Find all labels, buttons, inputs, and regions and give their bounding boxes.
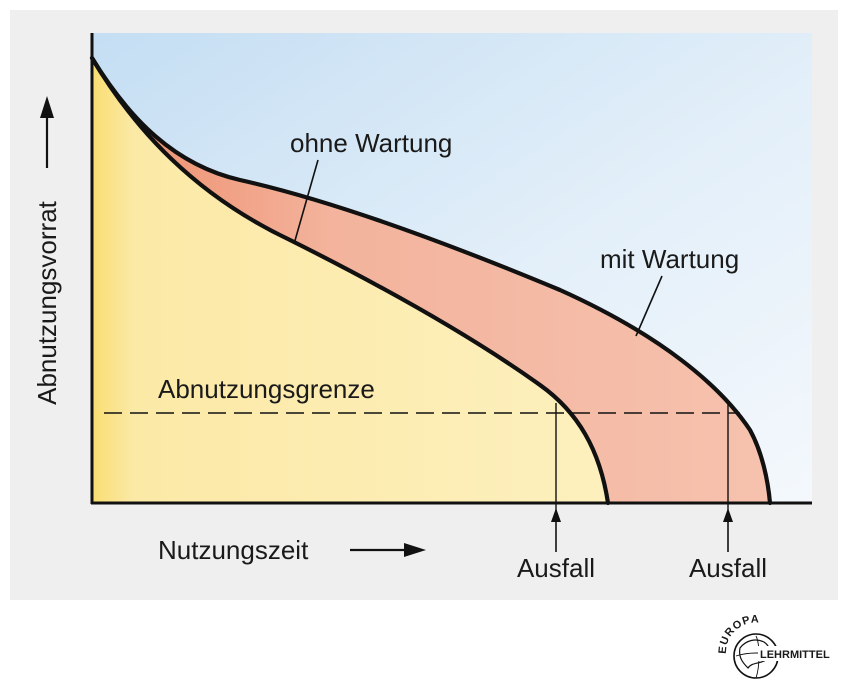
ohne-wartung-leader xyxy=(293,159,319,245)
logo-lehrmittel-text: LEHRMITTEL xyxy=(760,649,830,661)
y-axis-label: Abnutzungsvorrat xyxy=(32,200,62,405)
mit-wartung-label: mit Wartung xyxy=(600,244,739,274)
ohne-wartung-curve xyxy=(89,55,611,506)
mit-wartung-leader xyxy=(635,275,663,337)
europa-lehrmittel-logo: EUROPA LEHRMITTEL xyxy=(717,613,840,679)
y-axis-arrow-icon xyxy=(40,96,54,168)
x-axis-label: Nutzungszeit xyxy=(158,535,309,565)
ausfall-2-arrow xyxy=(723,508,733,552)
ohne-wartung-label: ohne Wartung xyxy=(290,128,452,158)
ausfall-1-arrow xyxy=(551,508,561,552)
ohne-wartung-area xyxy=(92,58,608,503)
ausfall-2-label: Ausfall xyxy=(689,553,767,583)
ausfall-1-label: Ausfall xyxy=(517,553,595,583)
x-axis-arrow-icon xyxy=(350,543,426,557)
abnutzungsgrenze-label: Abnutzungsgrenze xyxy=(158,374,375,404)
mit-wartung-curve xyxy=(89,55,773,506)
